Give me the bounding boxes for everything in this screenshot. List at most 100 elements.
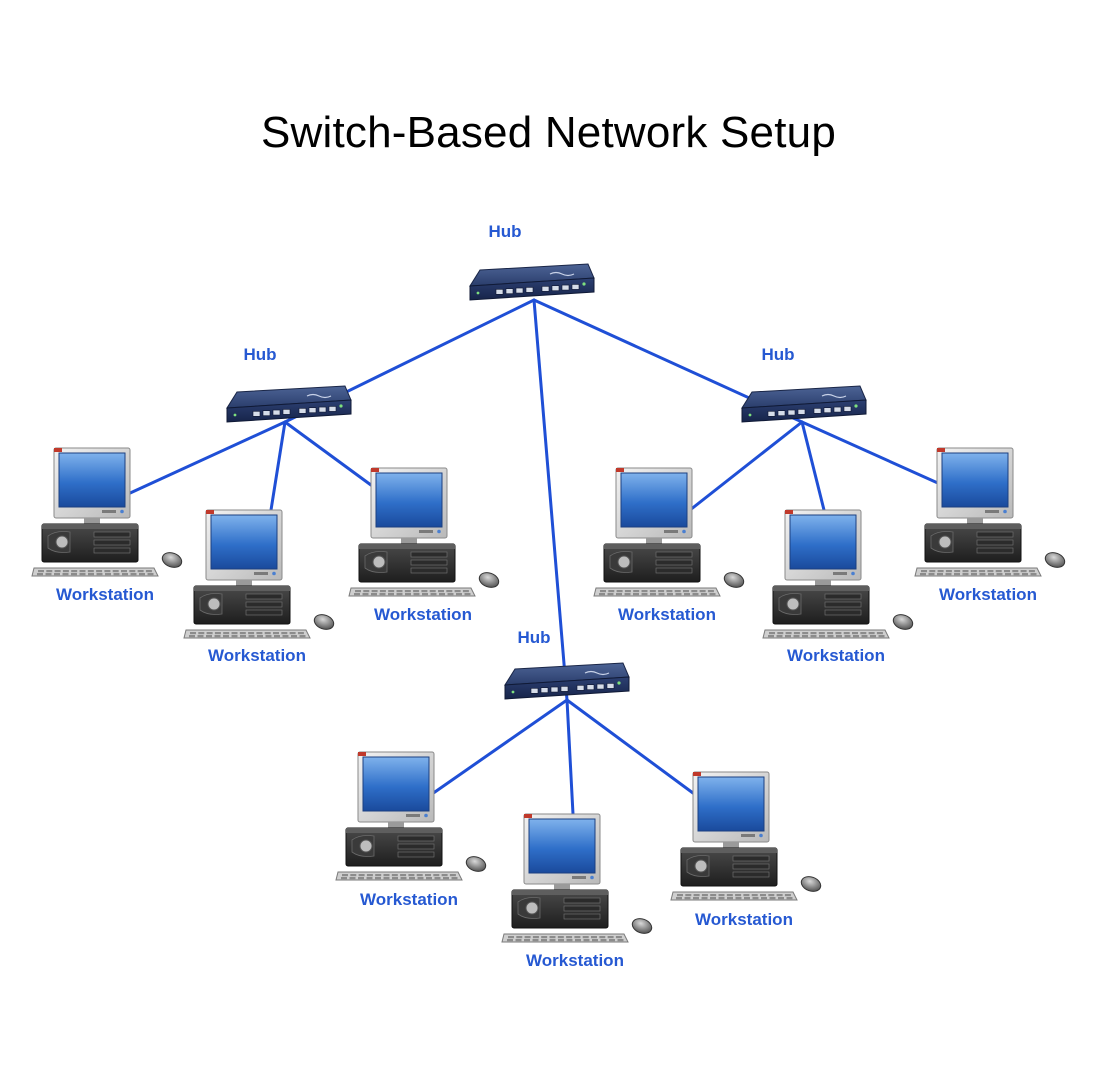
keyboard-key xyxy=(735,897,742,900)
keyboard-key xyxy=(633,593,639,596)
monitor-badge xyxy=(785,510,793,514)
hub-label: Hub xyxy=(488,222,521,241)
keyboard-key xyxy=(549,936,556,939)
workstation-label: Workstation xyxy=(939,585,1037,604)
drive-bay xyxy=(563,897,601,904)
keyboard-key xyxy=(868,632,875,635)
keyboard-key xyxy=(979,573,986,576)
keyboard-key xyxy=(447,593,454,596)
keyboard-key xyxy=(677,894,683,897)
hub-port xyxy=(318,406,327,413)
monitor-screen xyxy=(375,472,443,528)
hub-left-device[interactable] xyxy=(226,385,352,423)
keyboard-key xyxy=(405,593,411,596)
keyboard-key xyxy=(1012,570,1019,573)
hub-port xyxy=(298,408,307,414)
keyboard-key xyxy=(429,590,436,593)
drive-bay xyxy=(732,871,770,878)
hub-port xyxy=(551,285,560,292)
keyboard-key xyxy=(508,936,514,939)
keyboard-key xyxy=(633,590,640,593)
hub-led xyxy=(233,413,237,417)
keyboard-key xyxy=(615,936,622,939)
keyboard-key xyxy=(685,894,692,897)
workstation-label: Workstation xyxy=(56,585,154,604)
ws-bottom-2-computer[interactable] xyxy=(501,813,654,943)
workstation-label: Workstation xyxy=(360,890,458,909)
keyboard-key xyxy=(607,936,614,939)
keyboard-key xyxy=(396,593,403,596)
keyboard-key xyxy=(674,590,681,593)
keyboard-key xyxy=(524,936,531,939)
keyboard-key xyxy=(425,874,431,877)
ws-left-2-computer[interactable] xyxy=(183,509,336,639)
hub-port xyxy=(576,685,585,691)
keyboard-key xyxy=(684,593,690,596)
keyboard-key xyxy=(281,632,288,635)
keyboard-key xyxy=(532,936,539,939)
link-hub-right-ws-right-2 xyxy=(800,420,826,512)
keyboard-key xyxy=(751,894,758,897)
hub-right-device[interactable] xyxy=(741,385,867,423)
drive-bay xyxy=(824,609,862,616)
keyboard-key xyxy=(861,635,868,638)
keyboard-key xyxy=(810,635,817,638)
monitor-screen xyxy=(528,818,596,874)
drive-bay xyxy=(976,531,1014,538)
ws-bottom-1-computer[interactable] xyxy=(335,751,488,881)
keyboard-key xyxy=(785,635,791,638)
monitor-controls xyxy=(741,834,755,837)
keyboard-key xyxy=(371,593,377,596)
ws-right-3-computer[interactable] xyxy=(914,447,1067,577)
keyboard-key xyxy=(139,573,145,576)
drive-bay xyxy=(732,863,770,870)
hub-port xyxy=(823,407,832,414)
hub-port xyxy=(495,289,504,295)
keyboard-key xyxy=(396,590,403,593)
keyboard-key xyxy=(608,590,615,593)
keyboard-key xyxy=(71,570,78,573)
keyboard-key xyxy=(413,593,420,596)
monitor-badge xyxy=(693,772,701,776)
power-button xyxy=(55,535,69,549)
keyboard-key xyxy=(624,590,631,593)
keyboard-key xyxy=(996,573,1003,576)
keyboard-key xyxy=(383,877,390,880)
hub-port xyxy=(541,286,550,292)
hub-bottom-device[interactable] xyxy=(504,662,630,700)
keyboard-key xyxy=(819,635,825,638)
keyboard-key xyxy=(214,635,221,638)
keyboard-key xyxy=(768,635,774,638)
keyboard-key xyxy=(439,593,445,596)
monitor-stand xyxy=(967,518,983,524)
hub-label: Hub xyxy=(243,345,276,364)
keyboard-key xyxy=(79,570,86,573)
case-top-edge xyxy=(512,890,608,895)
ws-left-1-computer[interactable] xyxy=(31,447,184,577)
keyboard-key xyxy=(37,573,43,576)
ws-right-1-computer[interactable] xyxy=(593,467,746,597)
keyboard-key xyxy=(827,635,834,638)
ws-bottom-3-computer[interactable] xyxy=(670,771,823,901)
keyboard-key xyxy=(599,593,605,596)
keyboard-key xyxy=(515,939,522,942)
hub-port xyxy=(596,683,605,690)
monitor-badge xyxy=(937,448,945,452)
ws-right-2-computer[interactable] xyxy=(762,509,915,639)
ws-left-3-computer[interactable] xyxy=(348,467,501,597)
keyboard-key xyxy=(778,897,784,900)
hub-top-device[interactable] xyxy=(469,263,595,301)
keyboard-key xyxy=(574,936,581,939)
keyboard-key xyxy=(421,590,428,593)
mouse-icon xyxy=(723,572,745,588)
keyboard-key xyxy=(793,635,800,638)
keyboard-key xyxy=(658,590,665,593)
keyboard-key xyxy=(214,632,221,635)
keyboard-key xyxy=(735,894,742,897)
drive-bay xyxy=(397,835,435,842)
keyboard-key xyxy=(87,570,94,573)
keyboard-key xyxy=(701,897,708,900)
keyboard-key xyxy=(843,632,850,635)
monitor-controls xyxy=(833,572,847,575)
hub-port xyxy=(767,411,776,417)
